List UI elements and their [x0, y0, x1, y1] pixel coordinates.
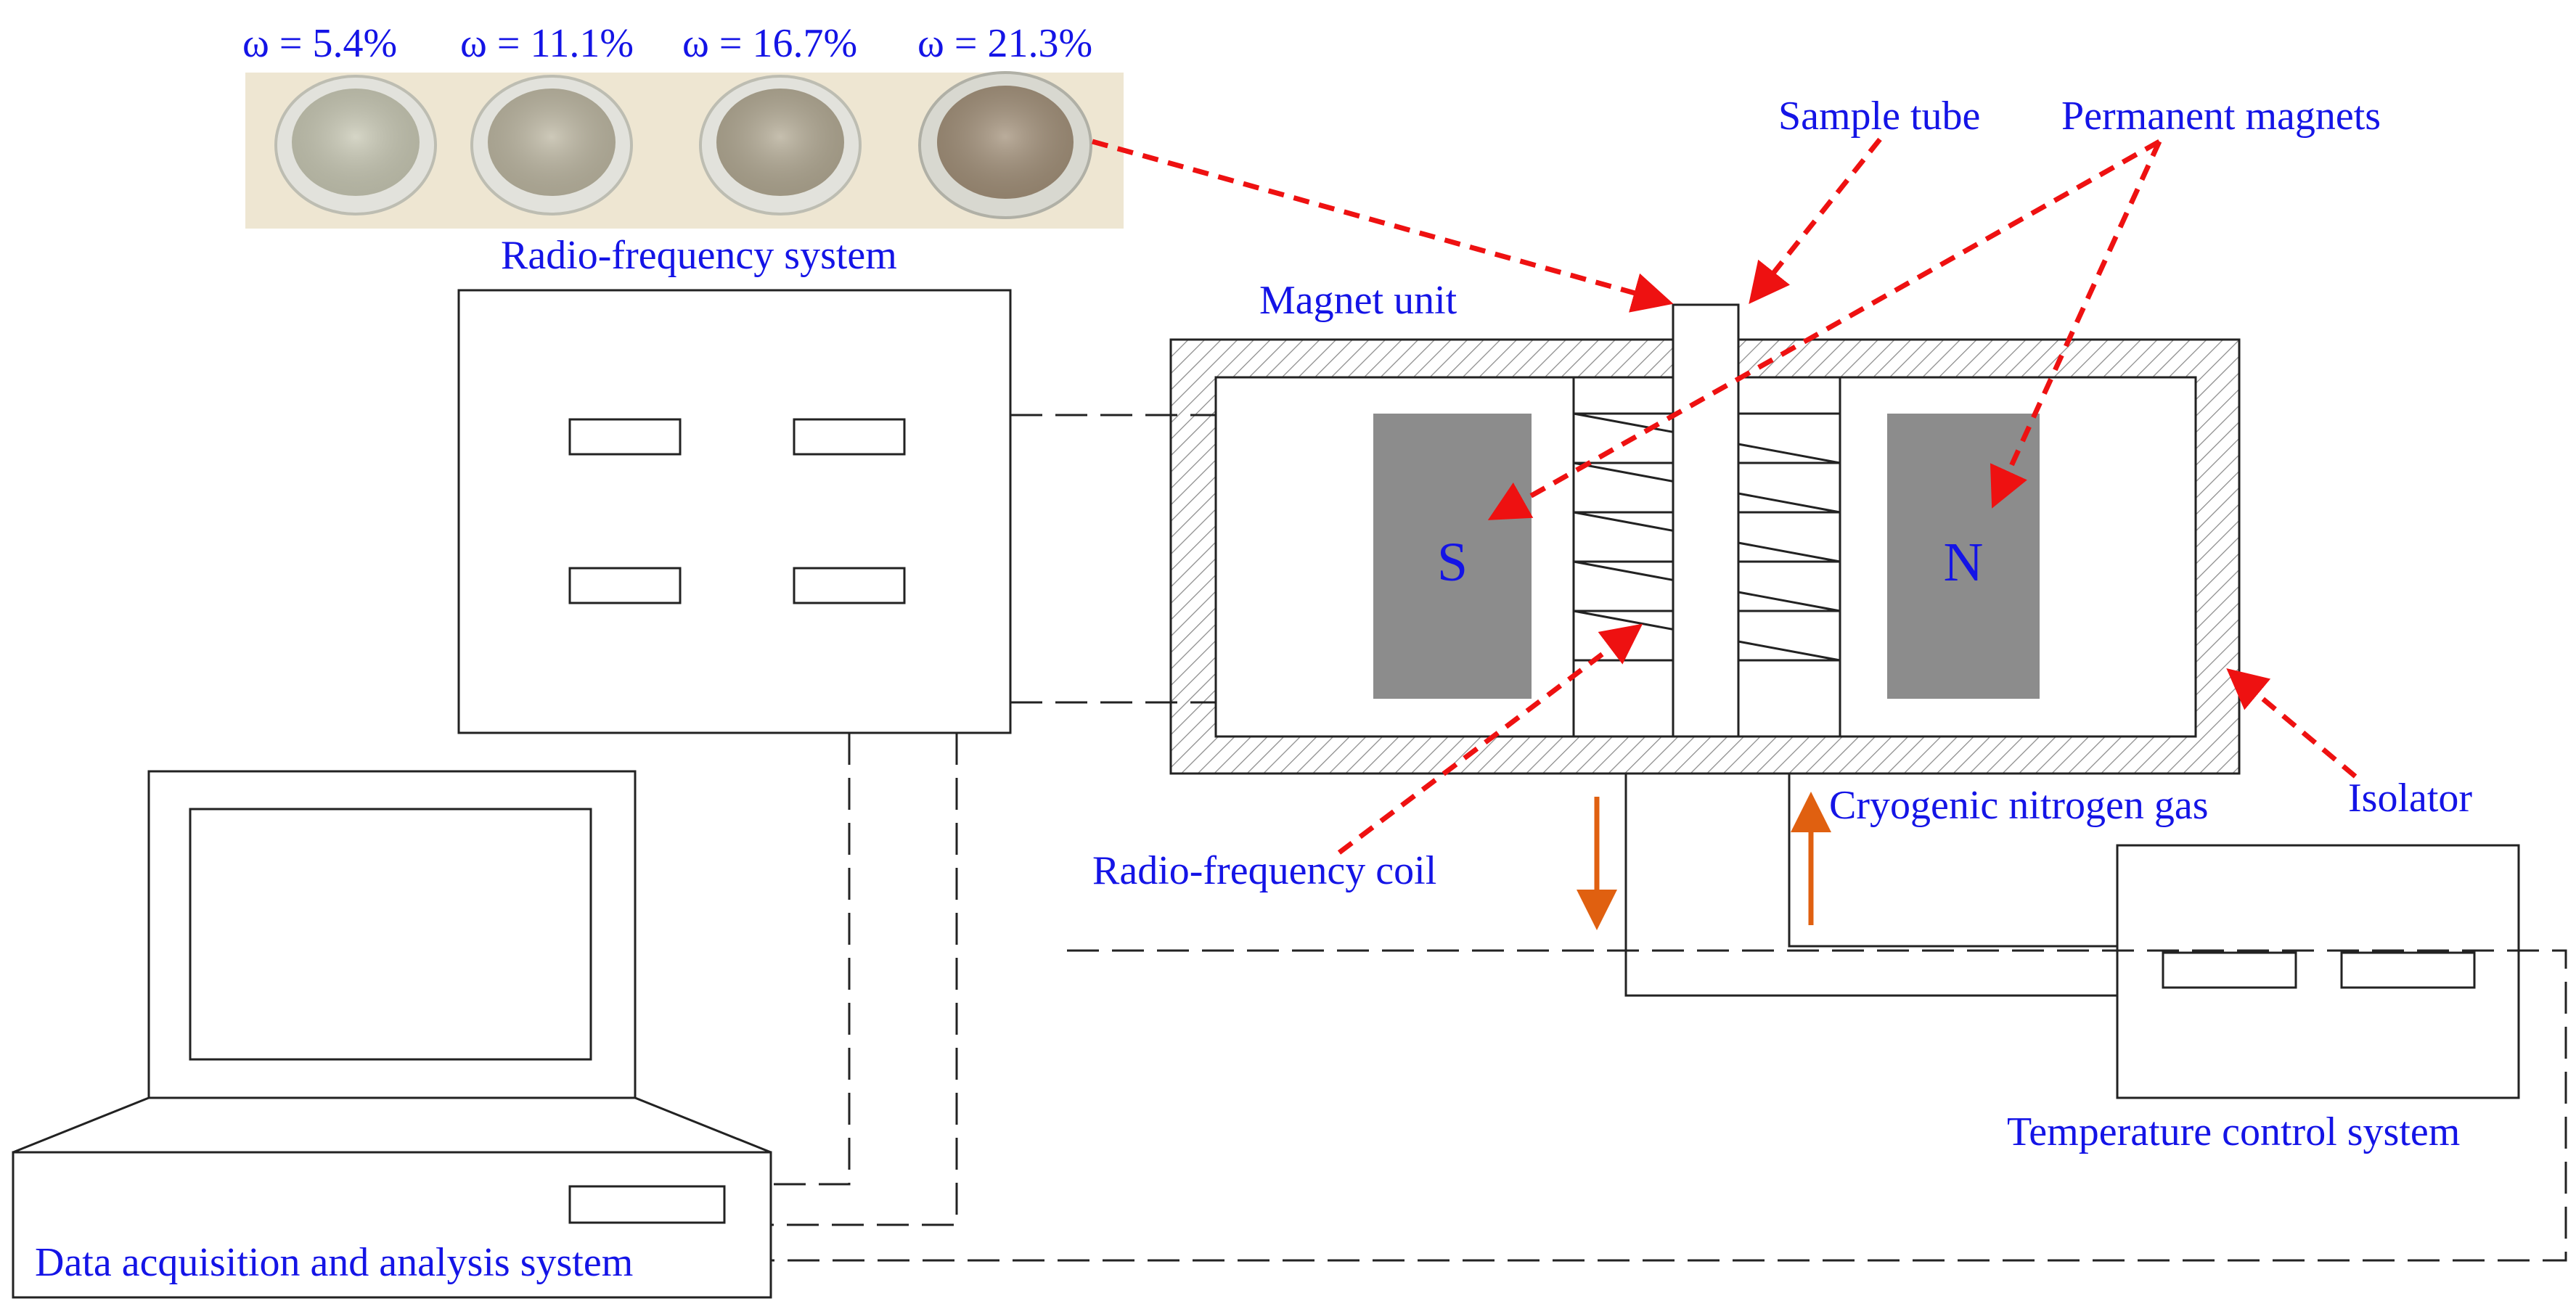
south-pole-label: S — [1437, 532, 1468, 593]
temperature-panel-slot — [2340, 951, 2476, 989]
temperature-control-system-label: Temperature control system — [2007, 1109, 2460, 1154]
rf-panel-slot — [793, 418, 906, 456]
radio-frequency-system — [457, 289, 1012, 734]
sample-4 — [918, 71, 1092, 219]
rf-panel-slot — [793, 567, 906, 604]
rf-coil-arrow — [1337, 623, 1643, 855]
permanent-magnet-south — [1373, 414, 1532, 699]
isolator-label: Isolator — [2348, 776, 2472, 821]
sample-1 — [274, 75, 437, 216]
computer-base — [12, 1096, 772, 1154]
rf-system-box — [457, 289, 1012, 734]
north-pole-label: N — [1944, 532, 1984, 593]
magnet-unit-label: Magnet unit — [1259, 278, 1457, 323]
temperature-panel-slot — [2162, 951, 2297, 989]
monitor-screen — [189, 808, 592, 1061]
permanent-magnet-n-arrow — [1990, 140, 2162, 509]
rf-panel-slot — [568, 418, 682, 456]
nitrogen-supply-line — [1788, 774, 2117, 948]
permanent-magnet-s-arrow — [1487, 139, 2161, 520]
radio-frequency-system-label: Radio-frequency system — [501, 233, 897, 278]
data-acquisition-computer — [12, 770, 772, 1299]
sample-tube-arrow — [1749, 137, 1882, 304]
sample-label-4: ω = 21.3% — [917, 21, 1092, 66]
magnet-unit: S N — [1169, 303, 2241, 775]
sample-tube — [1672, 303, 1740, 738]
rf-panel-slot — [568, 567, 682, 604]
sample-photos — [245, 71, 1124, 229]
sample-tube-label: Sample tube — [1778, 94, 1980, 139]
red-pointer-arrows — [1092, 137, 2358, 855]
temperature-control-system — [2116, 844, 2520, 1099]
signal-cables — [771, 733, 2567, 1262]
computer-drive-slot — [568, 1185, 726, 1224]
cryogenic-nitrogen-gas-label: Cryogenic nitrogen gas — [1829, 783, 2209, 828]
sample-2 — [470, 75, 633, 216]
sample-label-2: ω = 11.1% — [460, 21, 634, 66]
sample-label-1: ω = 5.4% — [242, 21, 397, 66]
sample-3 — [699, 75, 862, 216]
isolator-arrow — [2226, 668, 2358, 779]
permanent-magnets-label: Permanent magnets — [2061, 94, 2381, 139]
data-acquisition-system-label: Data acquisition and analysis system — [35, 1240, 633, 1285]
sample-label-3: ω = 16.7% — [682, 21, 857, 66]
sample-to-tube-arrow — [1092, 139, 1674, 313]
nitrogen-return-line — [1624, 774, 2117, 997]
radio-frequency-coil-label: Radio-frequency coil — [1092, 848, 1436, 893]
